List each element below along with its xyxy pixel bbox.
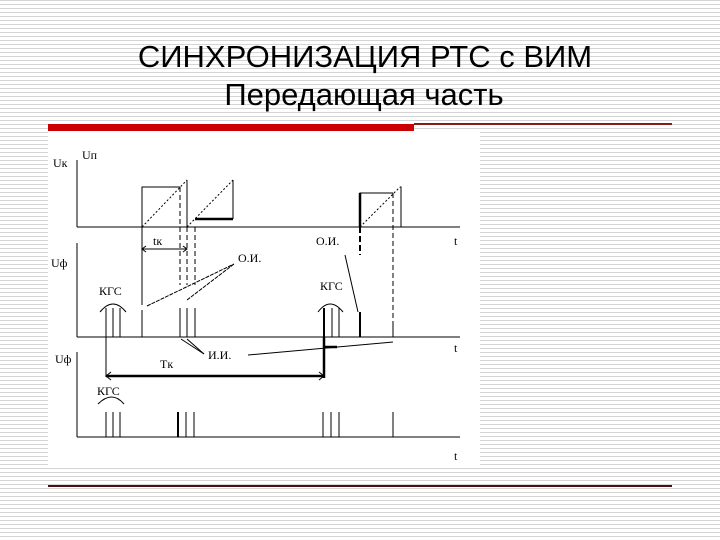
label-t-row2: t bbox=[454, 341, 458, 355]
label-oi-left: О.И. bbox=[238, 251, 261, 265]
title-underline-red bbox=[48, 124, 414, 131]
label-tk-period: Tк bbox=[160, 357, 173, 371]
title-underline-thin bbox=[414, 123, 672, 125]
label-tk-small: tк bbox=[153, 234, 162, 248]
diagram-panel bbox=[48, 131, 480, 468]
label-ii: И.И. bbox=[208, 348, 231, 362]
label-kgs-left: КГС bbox=[99, 284, 122, 298]
footer-rule bbox=[48, 485, 672, 487]
label-uf-row3: Uф bbox=[55, 352, 72, 366]
label-uk: Uк bbox=[53, 156, 68, 170]
slide-title: СИНХРОНИЗАЦИЯ РТС с ВИМ Передающая часть bbox=[0, 38, 720, 114]
title-line-2: Передающая часть bbox=[224, 77, 504, 112]
label-t-row3: t bbox=[454, 449, 458, 463]
label-oi-right: О.И. bbox=[316, 234, 339, 248]
label-uf-row2: Uф bbox=[51, 256, 68, 270]
label-kgs-right: КГС bbox=[320, 279, 343, 293]
title-line-1: СИНХРОНИЗАЦИЯ РТС с ВИМ bbox=[137, 39, 593, 74]
label-kgs-row3: КГС bbox=[97, 384, 120, 398]
label-up: Uп bbox=[82, 148, 98, 162]
label-t-row1: t bbox=[454, 234, 458, 248]
